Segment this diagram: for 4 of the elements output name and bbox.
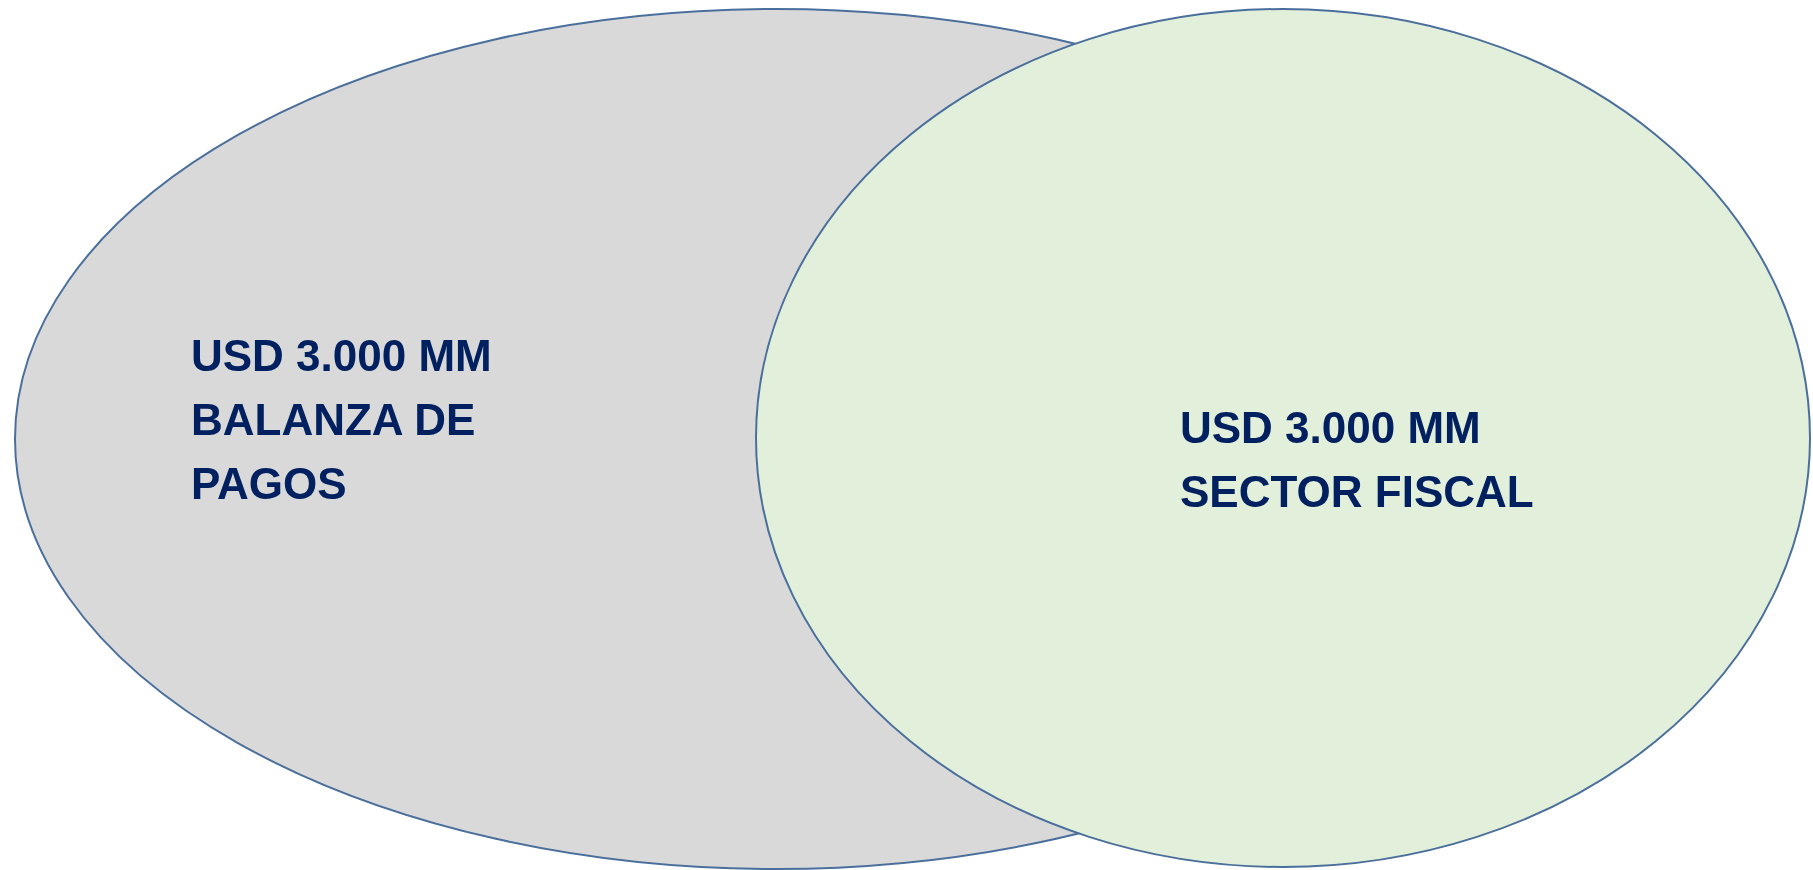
category-text: BALANZA DE PAGOS — [191, 394, 477, 510]
amount-text: USD 3.000 MM — [1180, 402, 1482, 454]
amount-text: USD 3.000 MM — [191, 330, 493, 382]
category-text: SECTOR FISCAL — [1180, 466, 1535, 518]
